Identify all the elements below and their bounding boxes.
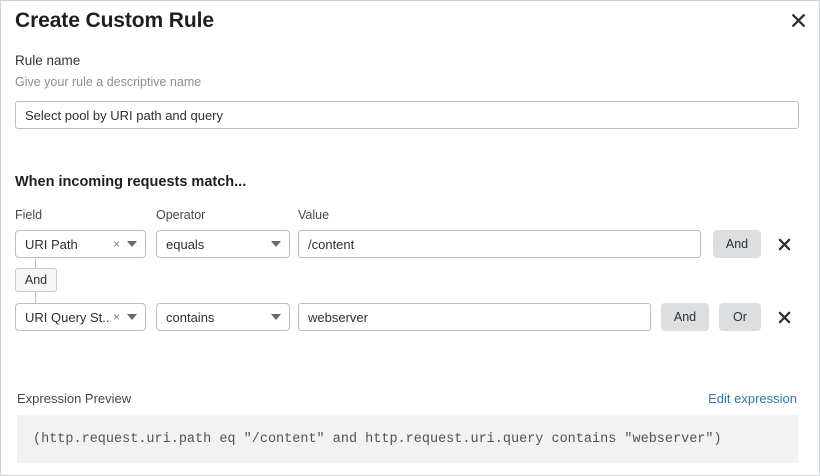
page-title: Create Custom Rule	[15, 9, 214, 32]
operator-select-value: contains	[166, 309, 215, 325]
field-select-value: URI Path	[25, 236, 78, 252]
close-icon	[778, 311, 790, 323]
condition-row: URI Query St... × contains And Or	[1, 303, 819, 333]
column-header-operator: Operator	[156, 208, 206, 222]
clear-icon[interactable]: ×	[112, 310, 120, 324]
rule-name-hint: Give your rule a descriptive name	[15, 75, 202, 89]
or-button[interactable]: Or	[719, 303, 761, 331]
close-button[interactable]	[785, 7, 811, 33]
rule-name-label: Rule name	[15, 53, 81, 68]
rule-name-input[interactable]	[15, 101, 799, 129]
value-input[interactable]	[298, 303, 651, 331]
expression-preview-label: Expression Preview	[17, 391, 132, 406]
delete-condition-button[interactable]	[773, 231, 795, 257]
clear-icon[interactable]: ×	[112, 237, 120, 251]
value-input[interactable]	[298, 230, 701, 258]
field-select-value: URI Query St...	[25, 309, 111, 325]
and-button[interactable]: And	[713, 230, 761, 258]
chevron-down-icon	[271, 241, 281, 247]
operator-select[interactable]: equals	[156, 230, 290, 258]
edit-expression-link[interactable]: Edit expression	[708, 391, 797, 406]
close-icon	[778, 238, 790, 250]
and-button[interactable]: And	[661, 303, 709, 331]
expression-preview-code: (http.request.uri.path eq "/content" and…	[33, 431, 722, 447]
connector-and-chip[interactable]: And	[15, 268, 57, 292]
match-section-title: When incoming requests match...	[15, 174, 247, 190]
operator-select[interactable]: contains	[156, 303, 290, 331]
field-select[interactable]: URI Query St... ×	[15, 303, 146, 331]
column-header-value: Value	[298, 208, 330, 222]
chevron-down-icon	[127, 241, 137, 247]
close-icon	[791, 13, 805, 27]
column-header-field: Field	[15, 208, 43, 222]
chevron-down-icon	[127, 314, 137, 320]
expression-preview-box: (http.request.uri.path eq "/content" and…	[17, 415, 798, 463]
field-select[interactable]: URI Path ×	[15, 230, 146, 258]
chevron-down-icon	[271, 314, 281, 320]
delete-condition-button[interactable]	[773, 304, 795, 330]
operator-select-value: equals	[166, 236, 205, 252]
condition-row: URI Path × equals And	[1, 230, 819, 260]
